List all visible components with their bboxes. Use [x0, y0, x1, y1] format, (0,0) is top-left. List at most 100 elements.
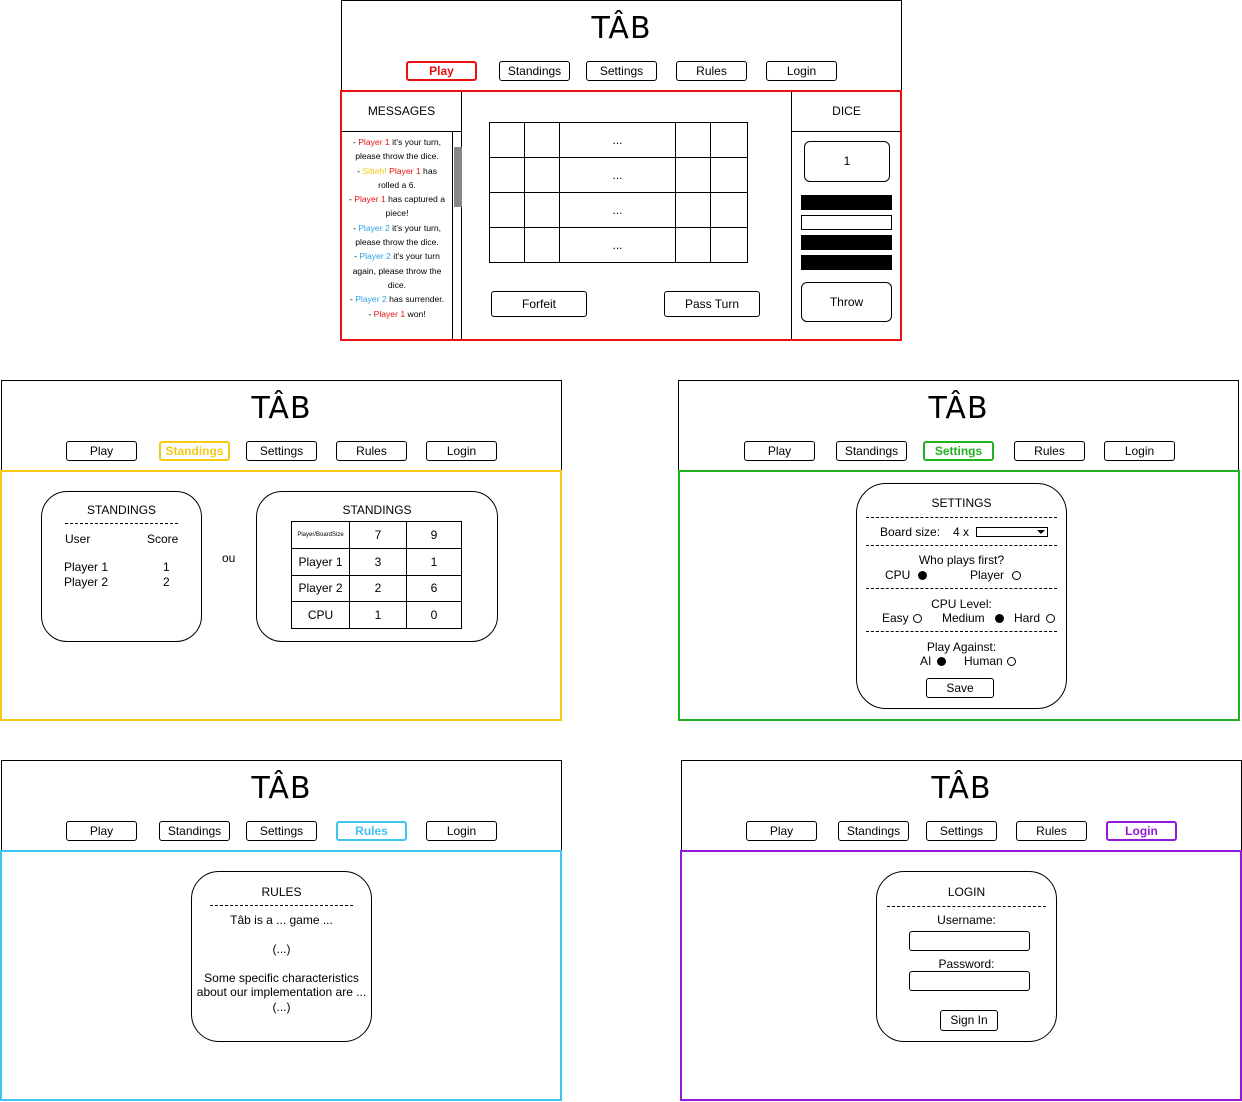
pass-turn-button[interactable]: Pass Turn: [664, 291, 760, 317]
nav-settings-button[interactable]: Settings: [586, 61, 657, 81]
table-cell: Player 1: [291, 547, 350, 576]
table-header-cell: Player/BoardSize: [291, 521, 350, 549]
username-label: Username:: [937, 913, 996, 927]
board-size-select[interactable]: [976, 527, 1048, 537]
nav-play-button[interactable]: Play: [66, 821, 137, 841]
table-row: CPU 1 0: [291, 601, 462, 629]
radio-selected[interactable]: [918, 571, 928, 581]
nav-play-button[interactable]: Play: [66, 441, 137, 461]
settings-title: SETTINGS: [931, 496, 992, 510]
rules-title: RULES: [261, 885, 302, 899]
nav-rules-button[interactable]: Rules: [1016, 821, 1087, 841]
app-title: TÂB: [928, 391, 989, 426]
message-item: - Player 2 has surrender.: [349, 294, 445, 305]
rules-content: RULES Tâb is a ... game ... (...) Some s…: [0, 850, 562, 1101]
board-row: ...: [489, 192, 748, 228]
save-button[interactable]: Save: [926, 678, 994, 698]
board-row: ...: [489, 157, 748, 193]
hard-option[interactable]: Hard: [1014, 611, 1056, 625]
divider: [887, 906, 1046, 907]
nav-settings-button[interactable]: Settings: [926, 821, 997, 841]
game-board[interactable]: ... ... ... ...: [489, 122, 748, 263]
rules-line: Some specific characteristics: [204, 971, 359, 985]
nav-login-button[interactable]: Login: [1104, 441, 1175, 461]
app-title: TÂB: [591, 11, 652, 46]
nav-standings-button[interactable]: Standings: [836, 441, 907, 461]
message-item: - Player 2 it's your turn,please throw t…: [352, 222, 442, 248]
radio-selected[interactable]: [994, 614, 1004, 624]
table-row: Player 2 2 6: [291, 574, 462, 603]
play-against-label: Play Against:: [926, 640, 997, 654]
nav-play-button[interactable]: Play: [744, 441, 815, 461]
dice-stick: [801, 255, 892, 270]
nav-login-button[interactable]: Login: [426, 441, 497, 461]
board-size-value: 4 x: [953, 525, 970, 539]
nav-rules-button[interactable]: Rules: [336, 441, 407, 461]
nav-login-button[interactable]: Login: [766, 61, 837, 81]
dice-title: DICE: [792, 92, 901, 132]
table-cell: 3: [349, 547, 407, 576]
nav-login-button[interactable]: Login: [1106, 821, 1177, 841]
nav-standings-button[interactable]: Standings: [159, 441, 230, 461]
nav-rules-button[interactable]: Rules: [1014, 441, 1085, 461]
sign-in-button[interactable]: Sign In: [940, 1010, 998, 1031]
rules-line: Tâb is a ... game ...: [230, 913, 333, 927]
nav-play-button[interactable]: Play: [746, 821, 817, 841]
or-label: ou: [222, 551, 236, 565]
radio-unselected[interactable]: [912, 614, 922, 624]
table-cell: Player 2: [291, 574, 350, 603]
standings-screen: TÂB Play Standings Settings Rules Login: [1, 380, 562, 472]
ai-option[interactable]: AI: [920, 654, 947, 668]
who-first-label: Who plays first?: [918, 553, 1005, 567]
dice-value: 1: [804, 141, 890, 182]
nav-login-button[interactable]: Login: [426, 821, 497, 841]
nav-settings-button[interactable]: Settings: [923, 441, 994, 461]
divider: [210, 905, 353, 906]
table-cell: 1: [349, 601, 407, 629]
messages-title: MESSAGES: [342, 92, 461, 132]
scrollbar-thumb[interactable]: [454, 147, 462, 207]
radio-unselected[interactable]: [1012, 571, 1022, 581]
forfeit-button[interactable]: Forfeit: [491, 291, 587, 317]
nav-rules-button[interactable]: Rules: [676, 61, 747, 81]
col-score: Score: [147, 532, 179, 546]
rules-screen: TÂB Play Standings Settings Rules Login: [1, 760, 562, 852]
row-score: 2: [163, 575, 170, 589]
app-title: TÂB: [931, 771, 992, 806]
messages-panel: MESSAGES - Player 1 it's your turn,pleas…: [342, 92, 462, 339]
cpu-first-option[interactable]: CPU: [885, 568, 928, 582]
radio-unselected[interactable]: [1046, 614, 1056, 624]
messages-scrollbar[interactable]: [452, 132, 462, 339]
nav-play-button[interactable]: Play: [406, 61, 477, 81]
radio-selected[interactable]: [937, 657, 947, 667]
table-header-cell: 9: [406, 521, 462, 549]
rules-line: (...): [272, 942, 291, 956]
chevron-down-icon: [1037, 530, 1045, 534]
password-label: Password:: [938, 957, 995, 971]
throw-button[interactable]: Throw: [801, 282, 892, 322]
rules-line: about our implementation are ...: [196, 985, 367, 999]
nav-standings-button[interactable]: Standings: [159, 821, 230, 841]
radio-unselected[interactable]: [1006, 657, 1016, 667]
standings-table-title: STANDINGS: [342, 503, 412, 517]
standings-table: Player/BoardSize 7 9 Player 1 3 1 Player…: [291, 521, 462, 629]
cpu-level-label: CPU Level:: [931, 597, 992, 611]
player-first-option[interactable]: Player: [970, 568, 1022, 582]
human-option[interactable]: Human: [964, 654, 1016, 668]
medium-option[interactable]: Medium: [942, 611, 1004, 625]
username-input[interactable]: [909, 931, 1030, 951]
divider: [866, 588, 1057, 589]
nav-settings-button[interactable]: Settings: [246, 821, 317, 841]
divider: [866, 545, 1057, 546]
easy-option[interactable]: Easy: [882, 611, 922, 625]
nav-settings-button[interactable]: Settings: [246, 441, 317, 461]
nav-standings-button[interactable]: Standings: [838, 821, 909, 841]
nav-standings-button[interactable]: Standings: [499, 61, 570, 81]
password-input[interactable]: [909, 971, 1030, 991]
row-user: Player 1: [64, 560, 109, 574]
nav-rules-button[interactable]: Rules: [336, 821, 407, 841]
col-user: User: [65, 532, 91, 546]
